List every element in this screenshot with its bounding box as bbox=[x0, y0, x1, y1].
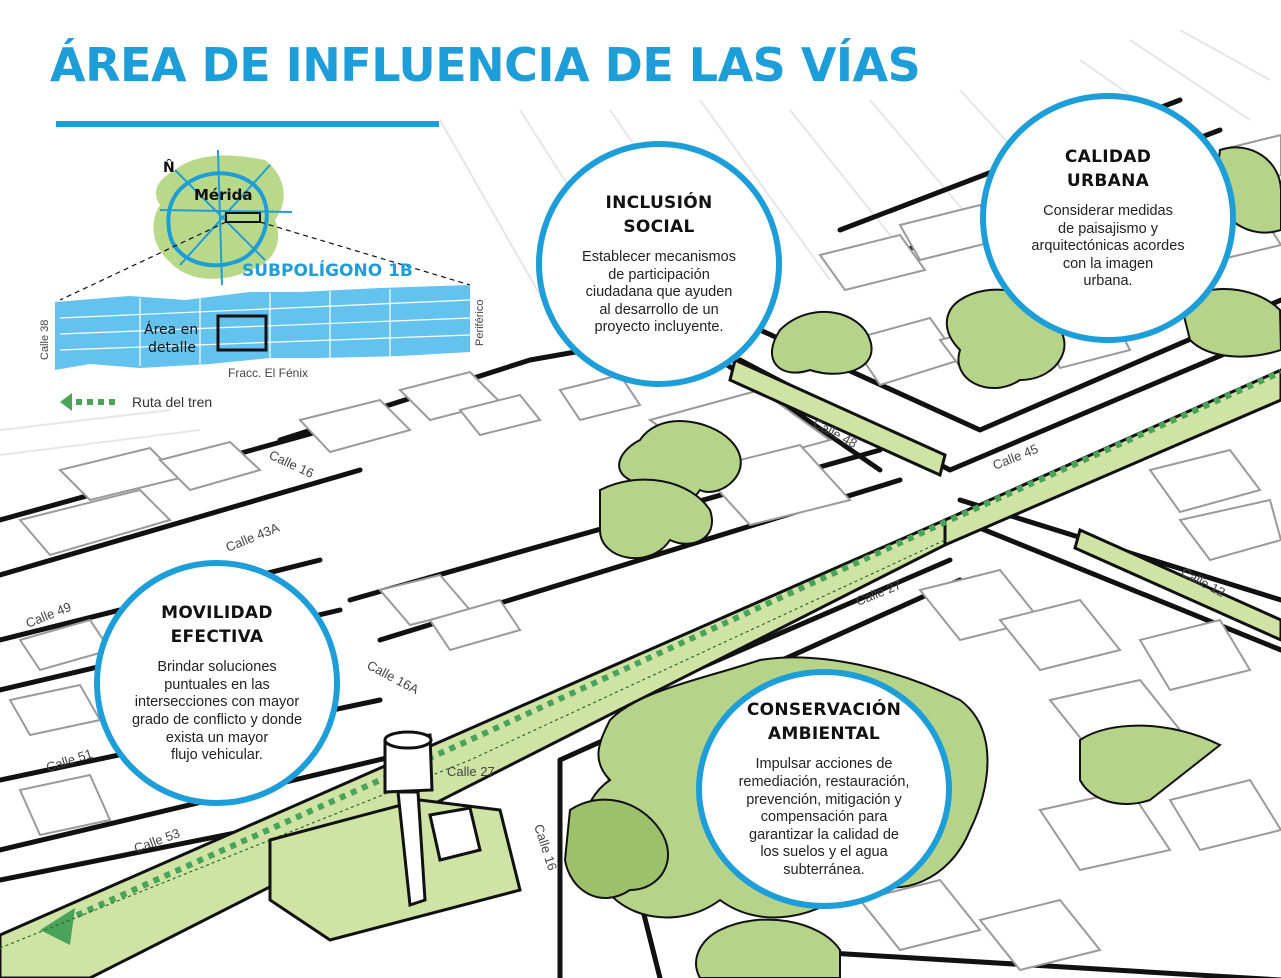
detail-area-line-1: Área en bbox=[144, 321, 198, 338]
dashed-arrow-left-icon bbox=[60, 393, 120, 411]
bubble-movilidad-heading: MOVILIDAD EFECTIVA bbox=[161, 603, 273, 648]
street-label-calle-43a: Calle 43A bbox=[224, 520, 282, 555]
bubble-conservacion-text: Impulsar acciones de remediación, restau… bbox=[738, 756, 910, 878]
detail-area-line-2: detalle bbox=[148, 340, 196, 356]
north-indicator: N̂ bbox=[163, 159, 175, 176]
water-tower bbox=[383, 730, 482, 908]
page-title: ÁREA DE INFLUENCIA DE LAS VÍAS bbox=[50, 38, 921, 92]
rail-corridor bbox=[0, 368, 1281, 978]
bubble-calidad-urbana: CALIDAD URBANA Considerar medidas de pai… bbox=[980, 93, 1236, 343]
subpolygon-zone bbox=[55, 285, 470, 370]
periferico-ring bbox=[166, 171, 269, 268]
bubble-inclusion-text: Establecer mecanismos de participación c… bbox=[582, 249, 736, 336]
bubble-inclusion-social: INCLUSIÓN SOCIAL Establecer mecanismos d… bbox=[536, 141, 782, 387]
title-underline bbox=[56, 121, 439, 127]
inset-neighborhood: Fracc. El Fénix bbox=[228, 366, 308, 380]
train-route-arrowhead bbox=[40, 908, 75, 945]
bubble-calidad-text: Considerar medidas de paisajismo y arqui… bbox=[1031, 203, 1185, 290]
bubble-conservacion-ambiental: CONSERVACIÓN AMBIENTAL Impulsar acciones… bbox=[696, 669, 952, 909]
legend: Ruta del tren bbox=[58, 392, 212, 412]
bubble-movilidad-efectiva: MOVILIDAD EFECTIVA Brindar soluciones pu… bbox=[94, 560, 340, 806]
street-label-calle-16a: Calle 16A bbox=[365, 657, 422, 697]
street-label-calle-16-top: Calle 16 bbox=[267, 447, 317, 481]
bubble-conservacion-heading: CONSERVACIÓN AMBIENTAL bbox=[746, 700, 902, 745]
inset-left-street: Calle 38 bbox=[39, 320, 51, 360]
street-label-calle-45: Calle 45 bbox=[991, 441, 1041, 473]
street-label-calle-16-low: Calle 16 bbox=[531, 822, 560, 872]
detail-area-label: Área en detalle bbox=[144, 321, 203, 356]
subpolygon-label: SUBPOLÍGONO 1B bbox=[242, 259, 413, 281]
street-label-calle-51: Calle 51 bbox=[44, 746, 94, 775]
bubble-calidad-heading: CALIDAD URBANA bbox=[1064, 147, 1152, 192]
subpolygon-locator-box bbox=[225, 212, 261, 223]
inset-right-street: Periférico bbox=[474, 300, 486, 346]
city-name: Mérida bbox=[194, 186, 253, 204]
legend-label: Ruta del tren bbox=[132, 394, 213, 410]
bubble-movilidad-text: Brindar soluciones puntuales en las inte… bbox=[131, 659, 303, 764]
bubble-inclusion-heading: INCLUSIÓN SOCIAL bbox=[605, 193, 713, 238]
street-label-calle-27-low: Calle 27 bbox=[447, 764, 495, 779]
street-label-calle-53: Calle 53 bbox=[132, 825, 182, 855]
background-street-grid bbox=[0, 29, 1271, 456]
detail-area-box bbox=[216, 314, 268, 352]
inset-locator-map: N̂ Mérida SUBPOLÍGONO 1B Área en detalle… bbox=[39, 149, 486, 380]
